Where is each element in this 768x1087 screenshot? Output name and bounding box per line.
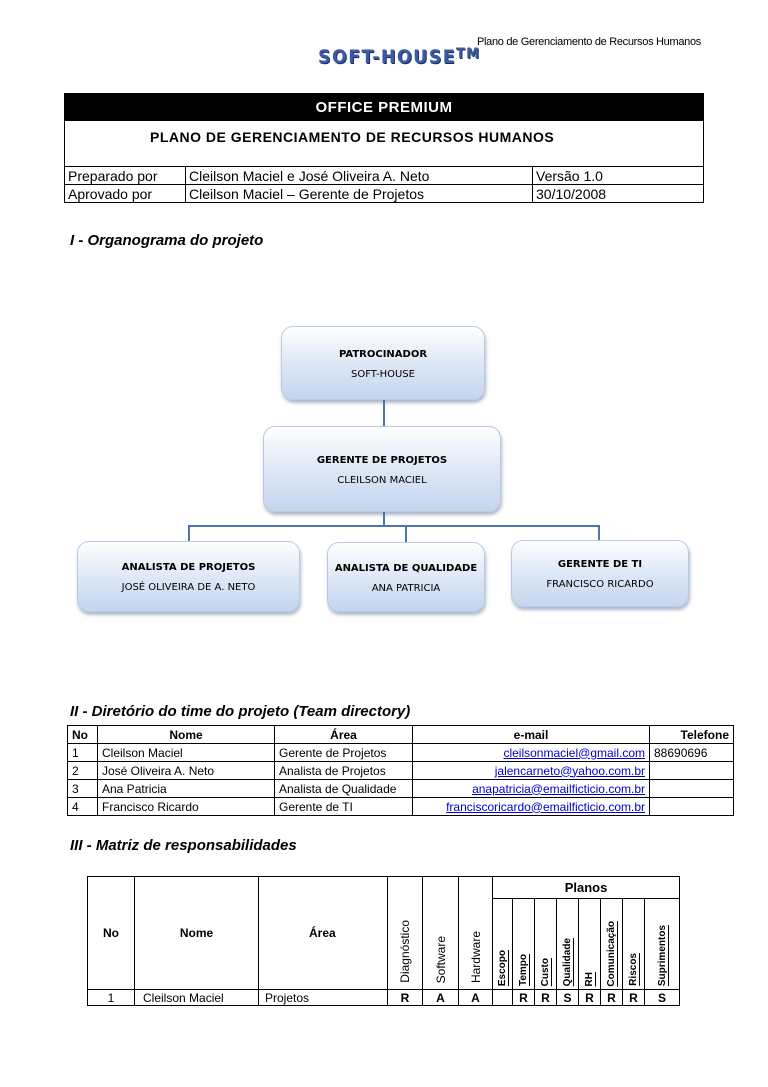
email-link[interactable]: cleilsonmaciel@gmail.com [412, 743, 650, 762]
date-value: 30/10/2008 [532, 184, 704, 203]
org-connector [383, 512, 385, 526]
org-connector [405, 525, 407, 542]
email-link[interactable]: anapatricia@emailficticio.com.br [412, 779, 650, 798]
matrix-area-header: Área [258, 876, 388, 990]
document-header-title: Plano de Gerenciamento de Recursos Human… [476, 36, 701, 48]
document-title: OFFICE PREMIUM [64, 93, 704, 121]
table-row: 1 Cleilson Maciel Gerente de Projetos cl… [67, 743, 734, 762]
prepared-label: Preparado por [64, 166, 186, 185]
team-directory-table: No Nome Área e-mail Telefone 1 Cleilson … [67, 725, 734, 816]
prepared-value: Cleilson Maciel e José Oliveira A. Neto [185, 166, 533, 185]
matrix-col-diagnostic: Diagnóstico [387, 876, 423, 990]
matrix-plan-time: Tempo [512, 898, 535, 990]
section-organogram-title: I - Organograma do projeto [70, 232, 264, 249]
email-link[interactable]: franciscoricardo@emailficticio.com.br [412, 797, 650, 816]
matrix-plan-cost: Custo [534, 898, 557, 990]
matrix-plan-scope: Escopo [492, 898, 513, 990]
matrix-plan-quality: Qualidade [556, 898, 579, 990]
table-row: 2 José Oliveira A. Neto Analista de Proj… [67, 761, 734, 780]
table-row: 3 Ana Patricia Analista de Qualidade ana… [67, 779, 734, 798]
title-block: OFFICE PREMIUM PLANO DE GERENCIAMENTO DE… [64, 93, 704, 203]
table-row: 4 Francisco Ricardo Gerente de TI franci… [67, 797, 734, 816]
approved-label: Aprovado por [64, 184, 186, 203]
matrix-col-software: Software [422, 876, 459, 990]
email-link[interactable]: jalencarneto@yahoo.com.br [412, 761, 650, 780]
matrix-plan-communication: Comunicação [600, 898, 623, 990]
section-directory-title: II - Diretório do time do projeto (Team … [70, 703, 411, 720]
org-connector [598, 525, 600, 542]
version-value: Versão 1.0 [532, 166, 704, 185]
matrix-planos-header: Planos [492, 875, 680, 900]
table-header-row: No Nome Área e-mail Telefone [67, 725, 734, 744]
table-row: 1 Cleilson Maciel Projetos R A A R R S R… [87, 989, 680, 1006]
org-connector [188, 525, 599, 527]
matrix-no-header: No [87, 876, 135, 990]
matrix-plan-hr: RH [578, 898, 601, 990]
matrix-name-header: Nome [134, 876, 259, 990]
org-connector [188, 525, 190, 542]
approved-value: Cleilson Maciel – Gerente de Projetos [185, 184, 533, 203]
section-matrix-title: III - Matriz de responsabilidades [70, 837, 297, 854]
document-subtitle: PLANO DE GERENCIAMENTO DE RECURSOS HUMAN… [64, 120, 704, 167]
matrix-col-hardware: Hardware [458, 876, 493, 990]
soft-house-logo: SOFT-HOUSETM [318, 46, 481, 68]
matrix-plan-supplies: Suprimentos [644, 898, 680, 990]
responsibility-matrix: No Nome Área Diagnóstico Software Hardwa… [87, 875, 680, 1006]
org-connector [383, 400, 385, 428]
matrix-plan-risks: Riscos [622, 898, 645, 990]
